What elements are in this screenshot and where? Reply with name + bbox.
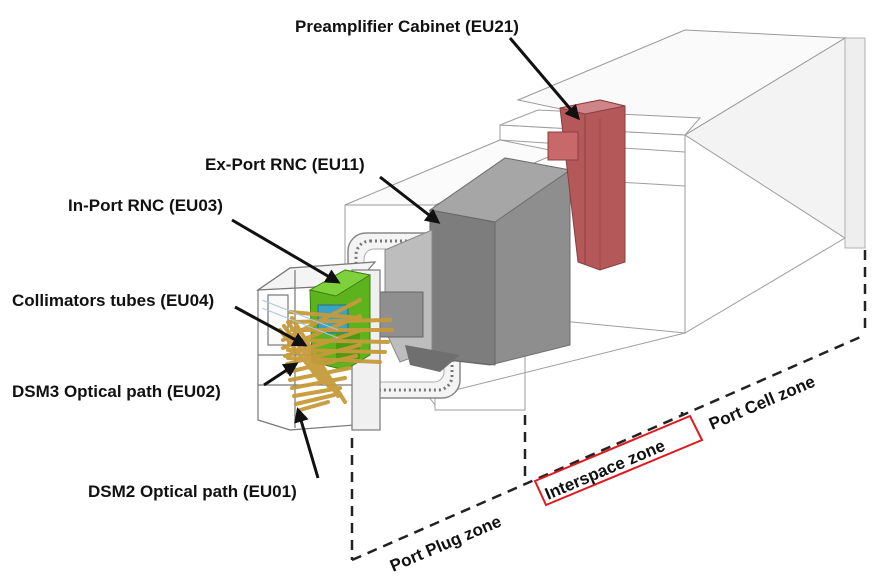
optical-sightlines xyxy=(261,299,339,339)
preamp-arrow xyxy=(508,37,580,121)
inport-rnc-arrow xyxy=(231,218,341,284)
export-rnc-label: Ex-Port RNC (EU11) xyxy=(205,155,365,174)
dsm3-label: DSM3 Optical path (EU02) xyxy=(12,382,221,401)
port-plug-zone-label: Port Plug zone xyxy=(387,512,504,576)
preamplifier-cabinet xyxy=(547,99,626,271)
zone-boundaries xyxy=(350,250,867,562)
preamp-label: Preamplifier Cabinet (EU21) xyxy=(295,17,519,36)
export-rnc-arrow xyxy=(379,175,441,224)
interspace-zone-highlight xyxy=(533,414,704,507)
inport-rnc-label: In-Port RNC (EU03) xyxy=(68,196,223,215)
collimators-arrow xyxy=(234,305,308,347)
dsm3-arrow xyxy=(263,362,299,387)
callout-arrows xyxy=(231,37,580,479)
collimators-label: Collimators tubes (EU04) xyxy=(12,291,214,310)
dsm2-arrow xyxy=(294,407,320,479)
dsm2-label: DSM2 Optical path (EU01) xyxy=(88,482,297,501)
